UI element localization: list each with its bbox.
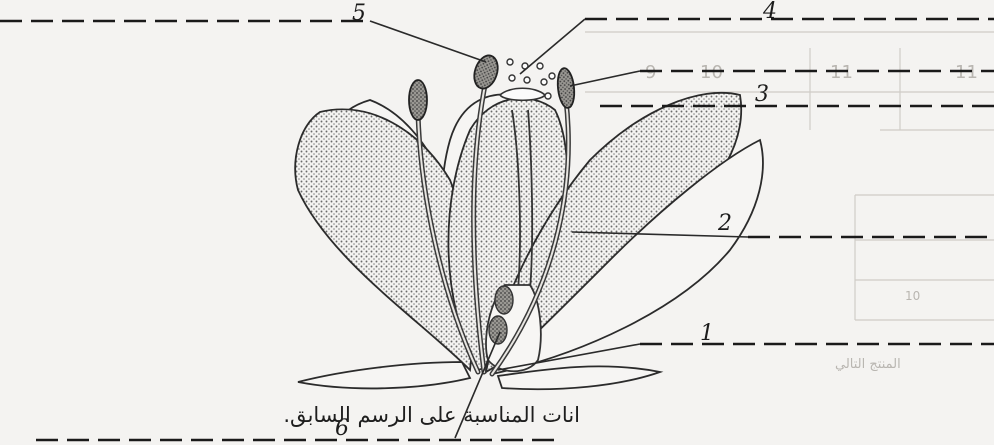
- anther: [409, 80, 427, 120]
- label-1: 1: [700, 321, 714, 346]
- bleed-cell-11b: 11: [955, 62, 978, 83]
- caption-text: انات المناسبة على الرسم السابق.: [283, 403, 580, 428]
- label-3: 3: [755, 82, 769, 107]
- bleed-cell-10: 10: [700, 62, 723, 83]
- label-5: 5: [352, 1, 366, 26]
- ovule: [495, 286, 513, 314]
- ovule: [489, 316, 507, 344]
- bleed-cell-9: 9: [645, 62, 656, 83]
- label-2: 2: [717, 211, 732, 236]
- anther: [556, 67, 576, 108]
- label-4: 4: [762, 0, 777, 24]
- bleed-row-text: المنتج التالي: [835, 357, 901, 372]
- bleed-cell-mid: 10: [905, 289, 920, 303]
- bleed-cell-11a: 11: [830, 62, 853, 83]
